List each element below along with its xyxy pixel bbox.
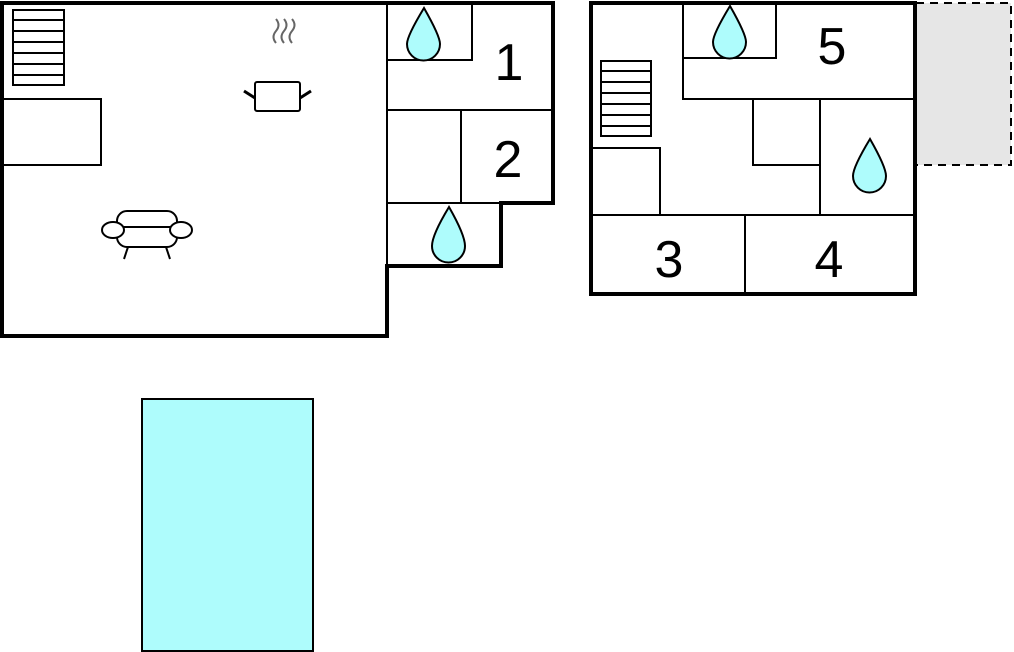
room-number-4: 4 xyxy=(815,231,844,289)
pool xyxy=(141,398,314,652)
water-drop-icon xyxy=(405,6,442,62)
armchair-icon xyxy=(101,210,193,260)
stairs-icon xyxy=(600,60,652,137)
upper-floor: 5 3 4 xyxy=(589,1,917,296)
water-drop-icon xyxy=(851,137,888,194)
ground-floor: 1 2 xyxy=(0,1,555,338)
room-number-1: 1 xyxy=(495,34,524,92)
water-drop-icon xyxy=(430,205,467,264)
water-drop-icon xyxy=(711,4,748,60)
room-number-5: 5 xyxy=(818,18,847,76)
room-number-2: 2 xyxy=(494,131,523,189)
cooking-pot-icon xyxy=(243,18,312,112)
room-number-3: 3 xyxy=(655,231,684,289)
terrace xyxy=(915,2,1012,166)
stairs-icon xyxy=(12,9,65,86)
